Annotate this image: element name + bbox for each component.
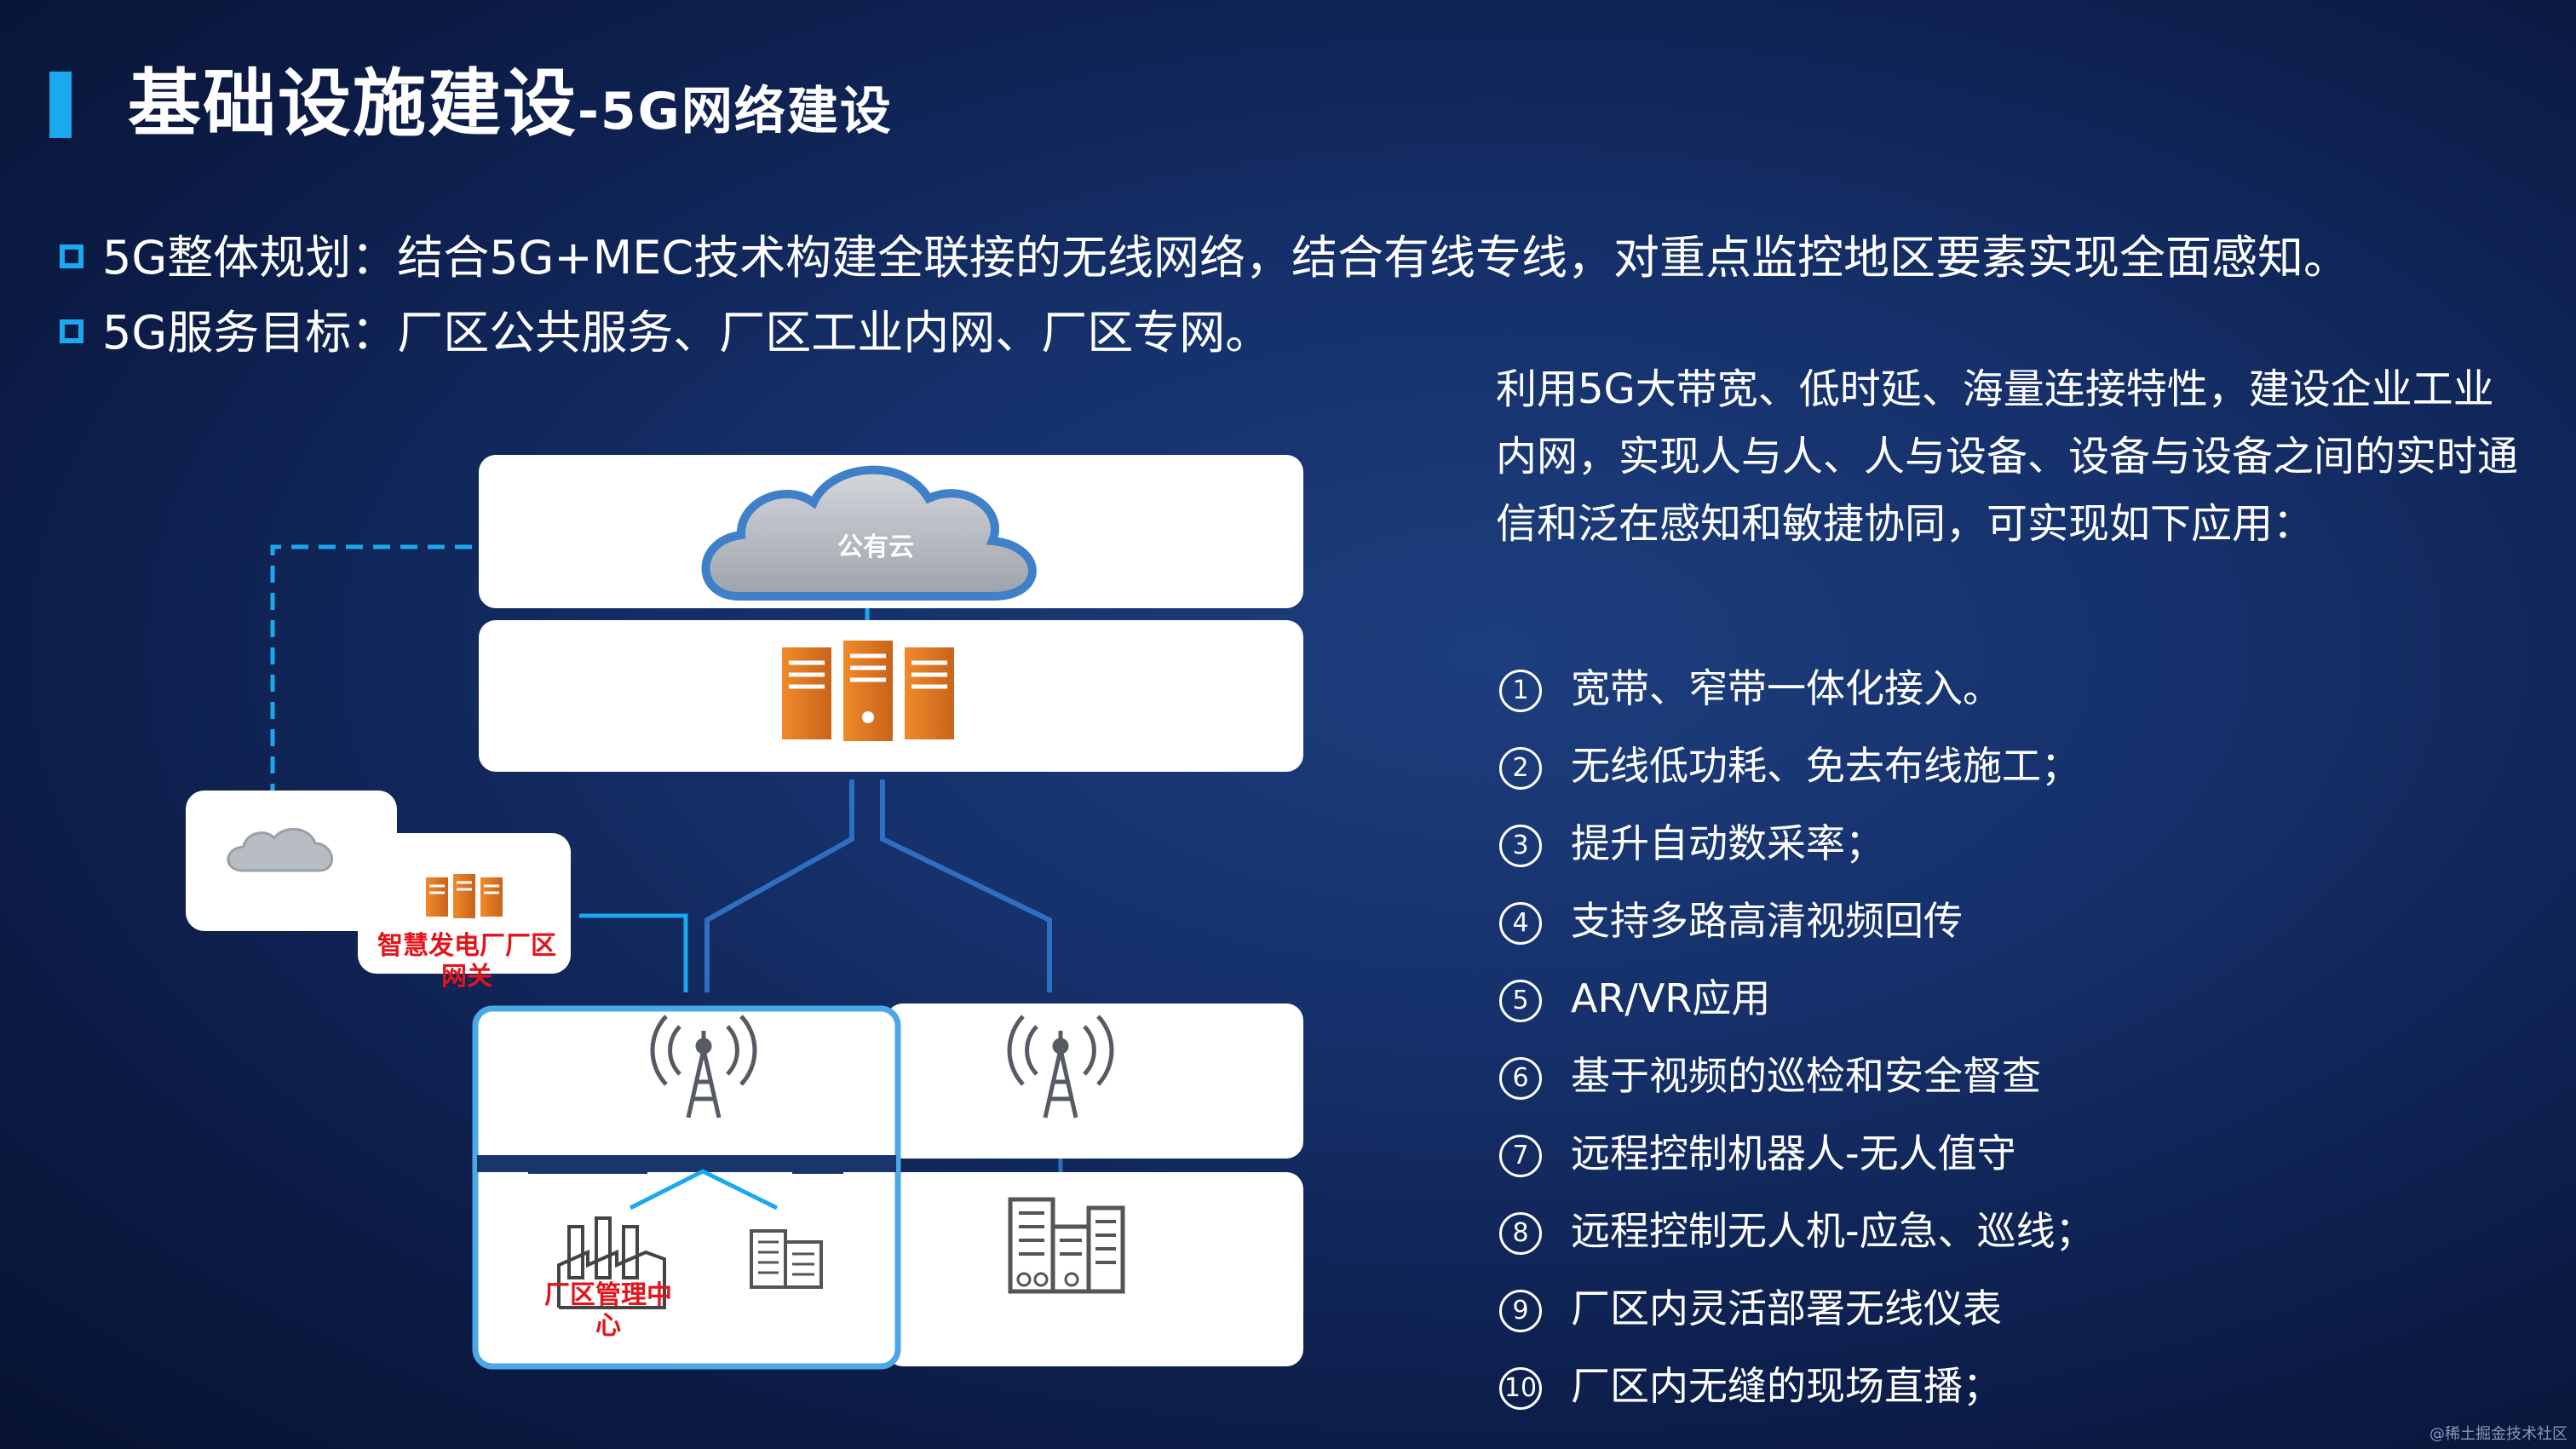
list-item-text: 无线低功耗、免去布线施工； <box>1571 743 2080 789</box>
list-item-text: 远程控制无人机-应急、巡线； <box>1571 1208 2095 1254</box>
circled-number: 2 <box>1499 747 1542 790</box>
gateway-label: 智慧发电厂厂区 <box>377 931 556 961</box>
gateway-label-line2: 网关 <box>441 962 492 992</box>
list-item-text: 提升自动数采率； <box>1571 820 1884 866</box>
circled-number: 8 <box>1499 1212 1542 1255</box>
list-item-text: 远程控制机器人-无人值守 <box>1571 1130 2016 1176</box>
circled-number: 9 <box>1499 1290 1542 1332</box>
circled-number: 5 <box>1499 980 1542 1022</box>
management-center-label-line2: 心 <box>595 1311 621 1341</box>
list-item-text: AR/VR应用 <box>1571 975 1771 1021</box>
circled-number: 1 <box>1499 670 1542 712</box>
page-title: 基础设施建设-5G网络建设 <box>128 61 893 154</box>
circled-number: 10 <box>1499 1367 1542 1410</box>
server-rack-icon <box>782 641 954 741</box>
description-text: 利用5G大带宽、低时延、海量连接特性，建设企业工业内网，实现人与人、人与设备、设… <box>1496 365 2519 548</box>
list-item: 3 提升自动数采率； <box>1499 818 1884 869</box>
title-main: 基础设施建设 <box>128 61 578 147</box>
list-item: 4 支持多路高清视频回传 <box>1499 895 1963 946</box>
bullet-square-icon <box>60 244 83 268</box>
list-item-text: 基于视频的巡检和安全督查 <box>1571 1053 2041 1099</box>
cloud-label: 公有云 <box>837 532 914 562</box>
factory-zone-block <box>472 1005 901 1370</box>
factory-icon <box>557 1216 666 1309</box>
internal-link-lines <box>629 1169 779 1210</box>
bullet-square-icon <box>60 319 83 343</box>
management-center-label: 厂区管理中 <box>544 1280 672 1310</box>
circled-number: 4 <box>1499 902 1542 945</box>
list-item-text: 厂区内无缝的现场直播； <box>1571 1363 2002 1409</box>
building-panel-right <box>886 1172 1303 1366</box>
circled-number: 7 <box>1499 1135 1542 1177</box>
watermark: @稀土掘金技术社区 <box>2429 1425 2567 1443</box>
bullet-text: 5G整体规划：结合5G+MEC技术构建全联接的无线网络，结合有线专线，对重点监控… <box>102 231 2350 285</box>
zone-divider-labels <box>528 1164 843 1174</box>
small-cloud-icon <box>227 827 333 872</box>
circled-number: 3 <box>1499 825 1542 867</box>
antenna-tower-icon <box>650 1015 757 1118</box>
bullet-text: 5G服务目标：厂区公共服务、厂区工业内网、厂区专网。 <box>102 306 1272 359</box>
list-item: 1 宽带、窄带一体化接入。 <box>1499 663 2002 714</box>
antenna-tower-icon <box>1007 1015 1114 1118</box>
list-item-text: 厂区内灵活部署无线仪表 <box>1571 1285 2002 1331</box>
list-item: 10 厂区内无缝的现场直播； <box>1499 1360 2002 1412</box>
title-sub: -5G网络建设 <box>578 82 893 141</box>
list-item: 7 远程控制机器人-无人值守 <box>1499 1128 2016 1179</box>
title-accent-bar <box>49 72 72 138</box>
bullet-item: 5G服务目标：厂区公共服务、厂区工业内网、厂区专网。 <box>60 303 1271 363</box>
list-item: 5 AR/VR应用 <box>1499 973 1770 1024</box>
building-icon <box>1008 1197 1125 1294</box>
list-item: 2 无线低功耗、免去布线施工； <box>1499 740 2080 791</box>
cloud-icon <box>701 465 1037 601</box>
bullet-item: 5G整体规划：结合5G+MEC技术构建全联接的无线网络，结合有线专线，对重点监控… <box>60 228 2349 288</box>
gateway-server-icon <box>426 874 503 918</box>
building-icon <box>750 1229 823 1289</box>
list-item: 6 基于视频的巡检和安全督查 <box>1499 1050 2041 1101</box>
list-item: 8 远程控制无人机-应急、巡线； <box>1499 1205 2095 1256</box>
list-item-text: 支持多路高清视频回传 <box>1571 898 1963 944</box>
circled-number: 6 <box>1499 1057 1542 1100</box>
list-item-text: 宽带、窄带一体化接入。 <box>1571 665 2002 711</box>
list-item: 9 厂区内灵活部署无线仪表 <box>1499 1283 2002 1334</box>
base-station-panel-right <box>886 1003 1303 1159</box>
